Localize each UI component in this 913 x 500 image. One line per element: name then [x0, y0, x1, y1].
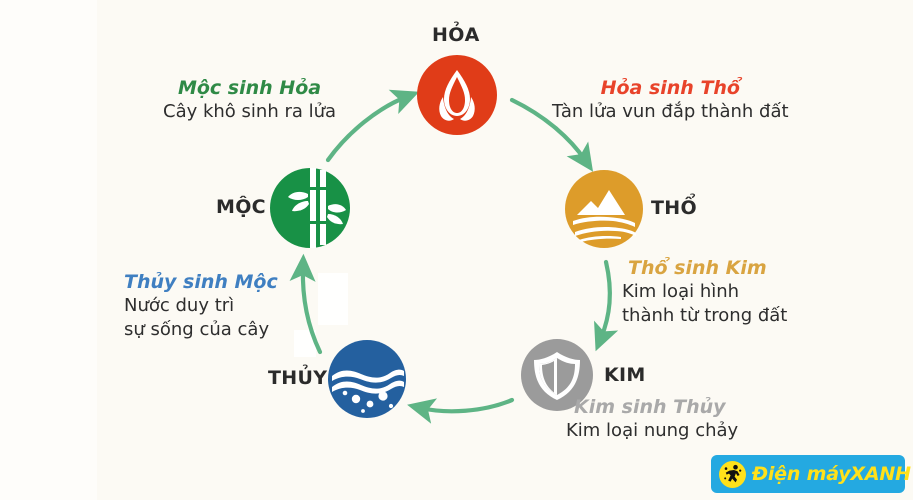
relation-title: Thủy sinh Mộc — [124, 271, 278, 293]
element-node-tho[interactable] — [565, 170, 643, 248]
relation-caption-moc-sinh-hoa: Mộc sinh Hỏa Cây khô sinh ra lửa — [163, 76, 336, 124]
running-man-icon — [719, 460, 746, 488]
relation-description-line: Cây khô sinh ra lửa — [163, 101, 337, 123]
relation-title: Mộc sinh Hỏa — [177, 77, 322, 99]
logo-text-part2: XANH — [850, 463, 911, 485]
element-node-thuy[interactable] — [328, 340, 406, 418]
background-artifact — [318, 273, 348, 325]
relation-title: Thổ sinh Kim — [628, 257, 767, 279]
relation-description-line: sự sống của cây — [124, 319, 270, 341]
water-waves-icon — [332, 369, 404, 413]
element-label-thuy: THỦY — [268, 367, 328, 389]
dien-may-xanh-logo[interactable]: Điện máyXANH — [711, 455, 911, 493]
arrow-hoa-to-tho — [509, 97, 594, 172]
logo-text-part1: Điện máy — [752, 463, 851, 485]
flame-icon — [439, 70, 475, 121]
element-node-moc[interactable] — [270, 168, 350, 248]
relation-description-line: Nước duy trì — [124, 295, 235, 317]
relation-title: Kim sinh Thủy — [574, 396, 726, 418]
arrow-kim-to-thuy — [407, 397, 515, 424]
bamboo-icon — [288, 168, 346, 248]
logo-wordmark: Điện máyXANH — [752, 463, 911, 485]
relation-caption-hoa-sinh-tho: Hỏa sinh Thổ Tàn lửa vun đắp thành đất — [552, 76, 789, 124]
arrow-thuy-to-moc — [289, 253, 323, 355]
mountain-earth-icon — [573, 190, 636, 242]
relation-description-line: Kim loại nung chảy — [566, 420, 739, 442]
relation-description-line: Kim loại hình — [622, 281, 740, 303]
diagram-panel — [97, 0, 913, 500]
element-label-moc: MỘC — [216, 196, 266, 218]
arrow-moc-to-hoa — [325, 89, 420, 163]
element-node-hoa[interactable] — [417, 55, 497, 135]
relation-description-line: thành từ trong đất — [622, 305, 788, 327]
relation-caption-thuy-sinh-moc: Thủy sinh Mộc Nước duy trì sự sống của c… — [124, 270, 278, 342]
relation-description-line: Tàn lửa vun đắp thành đất — [552, 101, 789, 123]
relation-caption-tho-sinh-kim: Thổ sinh Kim Kim loại hình thành từ tron… — [622, 256, 787, 328]
element-label-kim: KIM — [604, 364, 646, 386]
element-label-tho: THỔ — [651, 197, 697, 219]
left-margin-strip — [0, 0, 97, 500]
shield-metal-icon — [534, 352, 580, 400]
element-label-hoa: HỎA — [432, 24, 480, 46]
arrow-tho-to-kim — [594, 259, 619, 352]
relation-title: Hỏa sinh Thổ — [600, 77, 740, 99]
background-artifact — [294, 330, 316, 357]
element-node-kim[interactable] — [521, 339, 593, 411]
relation-caption-kim-sinh-thuy: Kim sinh Thủy Kim loại nung chảy — [566, 395, 738, 443]
